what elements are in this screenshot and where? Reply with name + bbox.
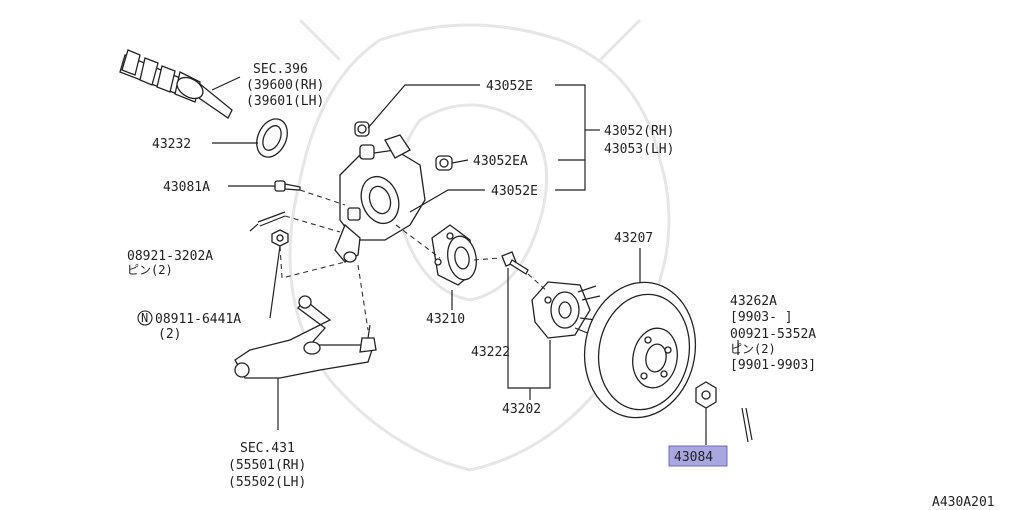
label-43052ea: 43052EA [473,154,528,169]
label-08921-b: ピン(2) [127,263,173,277]
label-43232: 43232 [152,137,191,152]
hub-nut [695,381,717,409]
leader-lines [211,76,739,445]
label-43052e-top: 43052E [486,79,533,94]
label-sec431-c: (55502(LH) [228,475,306,490]
cotter-pin-08921 [257,211,286,227]
labels: SEC.396 (39600(RH) (39601(LH) 43232 4308… [127,62,995,510]
label-43262a-d: ピン(2) [730,342,776,356]
label-43053-lh: 43053(LH) [604,142,674,157]
label-43207: 43207 [614,231,653,246]
label-43262a-e: [9901-9903] [730,358,816,373]
label-sec431-a: SEC.431 [240,441,295,456]
highlight-box[interactable] [668,445,728,467]
label-43084[interactable]: 43084 [674,450,713,465]
axle-hub [531,281,601,339]
lower-arm [234,295,377,379]
label-sec396-a: SEC.396 [253,62,308,77]
hub-bolt [501,251,529,275]
label-43081a: 43081A [163,180,210,195]
label-43262a-c: 00921-5352A [730,327,816,342]
label-sec396-b: (39600(RH) [246,78,324,93]
label-43052-rh: 43052(RH) [604,124,674,139]
nut-08911 [271,229,289,247]
bushing-upper [354,121,370,137]
label-08911-n: N [141,311,148,325]
knuckle [334,134,426,263]
bushing-ea [435,155,453,171]
n-circle-icon [137,310,153,326]
label-43222: 43222 [471,345,510,360]
label-08921-a: 08921-3202A [127,249,213,264]
label-43262a-b: [9903- ] [730,310,793,325]
brake-disc [583,281,697,419]
cotter-pin-43262a [741,407,753,443]
label-43202: 43202 [502,402,541,417]
label-43052e-bot: 43052E [491,184,538,199]
hub-bearing [431,224,477,286]
label-43210: 43210 [426,312,465,327]
label-08911-b: (2) [158,327,181,342]
drive-shaft [119,49,233,119]
label-43262a-a: 43262A [730,294,777,309]
label-sec431-b: (55501(RH) [228,458,306,473]
diagram-code: A430A201 [932,495,995,510]
assembly-lines [279,189,549,331]
bolt-43081a [274,180,301,192]
grease-seal [256,118,288,158]
label-08911-a: 08911-6441A [155,312,241,327]
label-sec396-c: (39601(LH) [246,94,324,109]
